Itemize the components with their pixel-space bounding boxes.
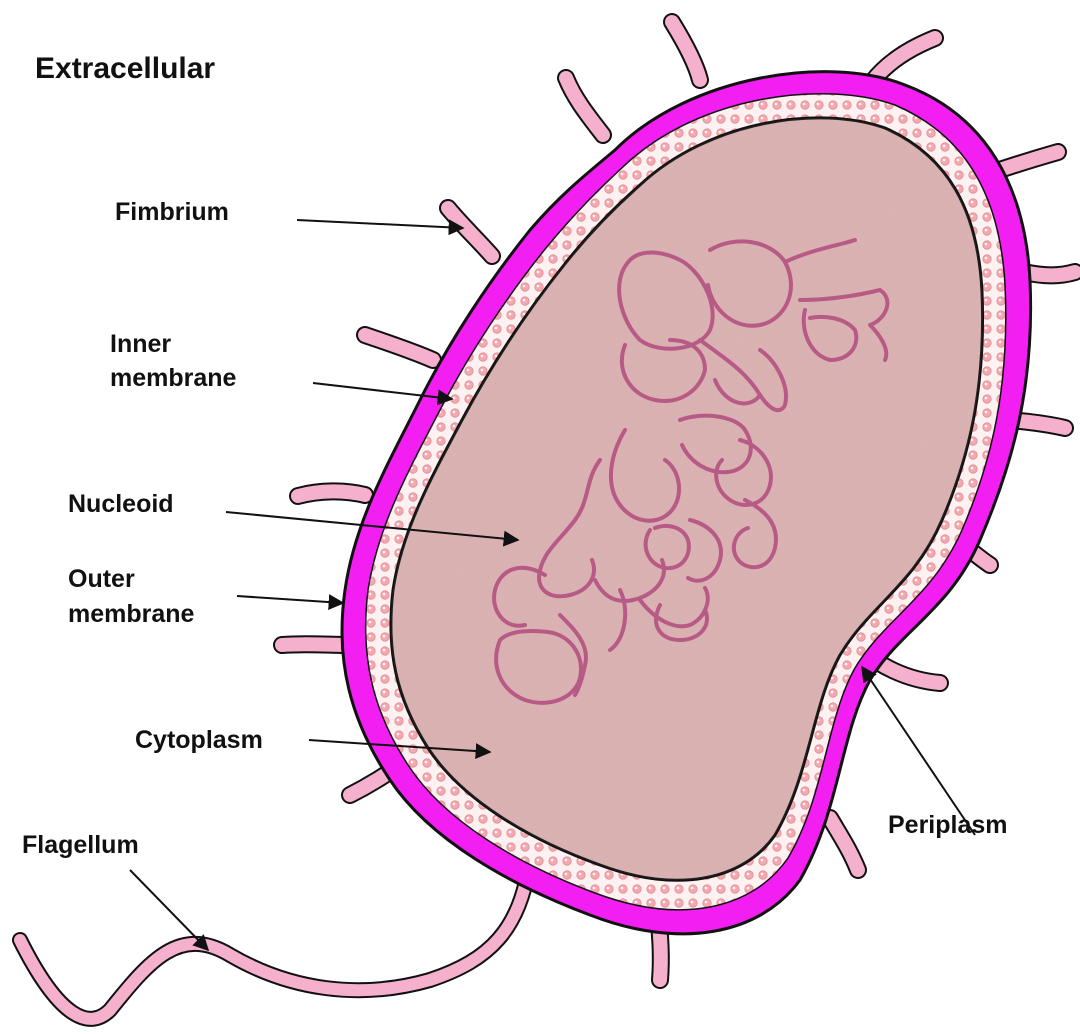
label-cytoplasm: Cytoplasm [135,726,263,754]
label-inner-membrane-line1: Inner [110,330,171,358]
label-nucleoid: Nucleoid [68,490,174,518]
label-periplasm: Periplasm [888,811,1008,839]
label-flagellum: Flagellum [22,831,139,859]
label-outer-membrane-line2: membrane [68,600,195,628]
flagellum-arrow-icon [130,870,208,950]
periplasm-arrow-icon [862,667,975,835]
fimbrium [448,208,492,256]
outer-membrane-arrow-icon [237,596,343,603]
fimbrium [282,644,350,645]
label-fimbrium: Fimbrium [115,198,229,226]
fimbrium [298,491,365,496]
label-extracellular: Extracellular [35,52,215,85]
label-outer-membrane-line1: Outer [68,565,135,593]
label-inner-membrane-line2: membrane [110,364,237,392]
flagellum [20,860,530,1019]
fimbrium-arrow-icon [297,220,463,228]
